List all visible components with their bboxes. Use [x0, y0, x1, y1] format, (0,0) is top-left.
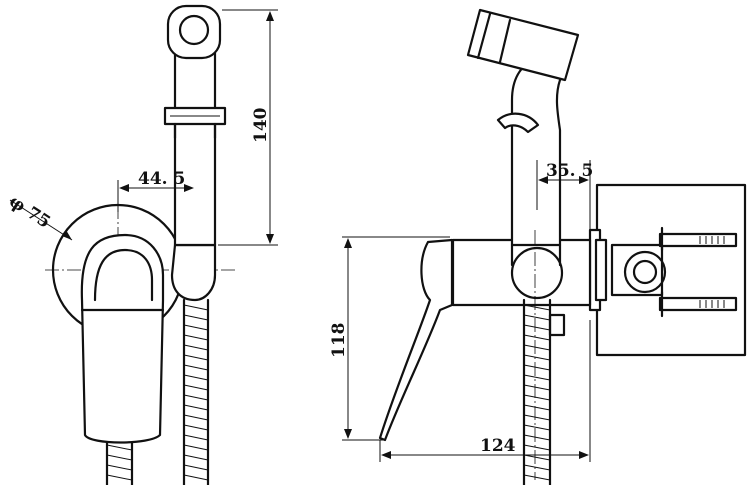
dim-offset-left: 44. 5 — [117, 169, 194, 212]
handset-left — [163, 4, 227, 247]
hose-left — [105, 298, 210, 485]
dim-height-body: 118 — [329, 236, 450, 441]
concealed-valve — [610, 226, 738, 318]
label-height-handset: 140 — [251, 107, 271, 143]
front-view: φ 75 44. 5 140 — [5, 4, 278, 485]
dim-diameter: φ 75 — [5, 191, 73, 241]
label-height-body: 118 — [329, 323, 349, 359]
holder-ring — [510, 246, 564, 300]
label-width-body: 124 — [480, 436, 516, 456]
handset-right — [466, 8, 580, 267]
mixer-handle — [80, 233, 165, 444]
side-view: 35. 5 118 124 — [329, 8, 747, 485]
dim-height-handset: 140 — [218, 9, 278, 246]
holder-elbow — [170, 243, 217, 302]
label-diameter: φ 75 — [5, 191, 54, 232]
hose-right — [522, 298, 552, 485]
lever — [378, 238, 454, 442]
dim-offset-right: 35. 5 — [536, 160, 593, 230]
dim-width-body: 124 — [379, 320, 591, 462]
label-offset-right: 35. 5 — [546, 161, 593, 181]
label-offset-left: 44. 5 — [138, 169, 185, 189]
